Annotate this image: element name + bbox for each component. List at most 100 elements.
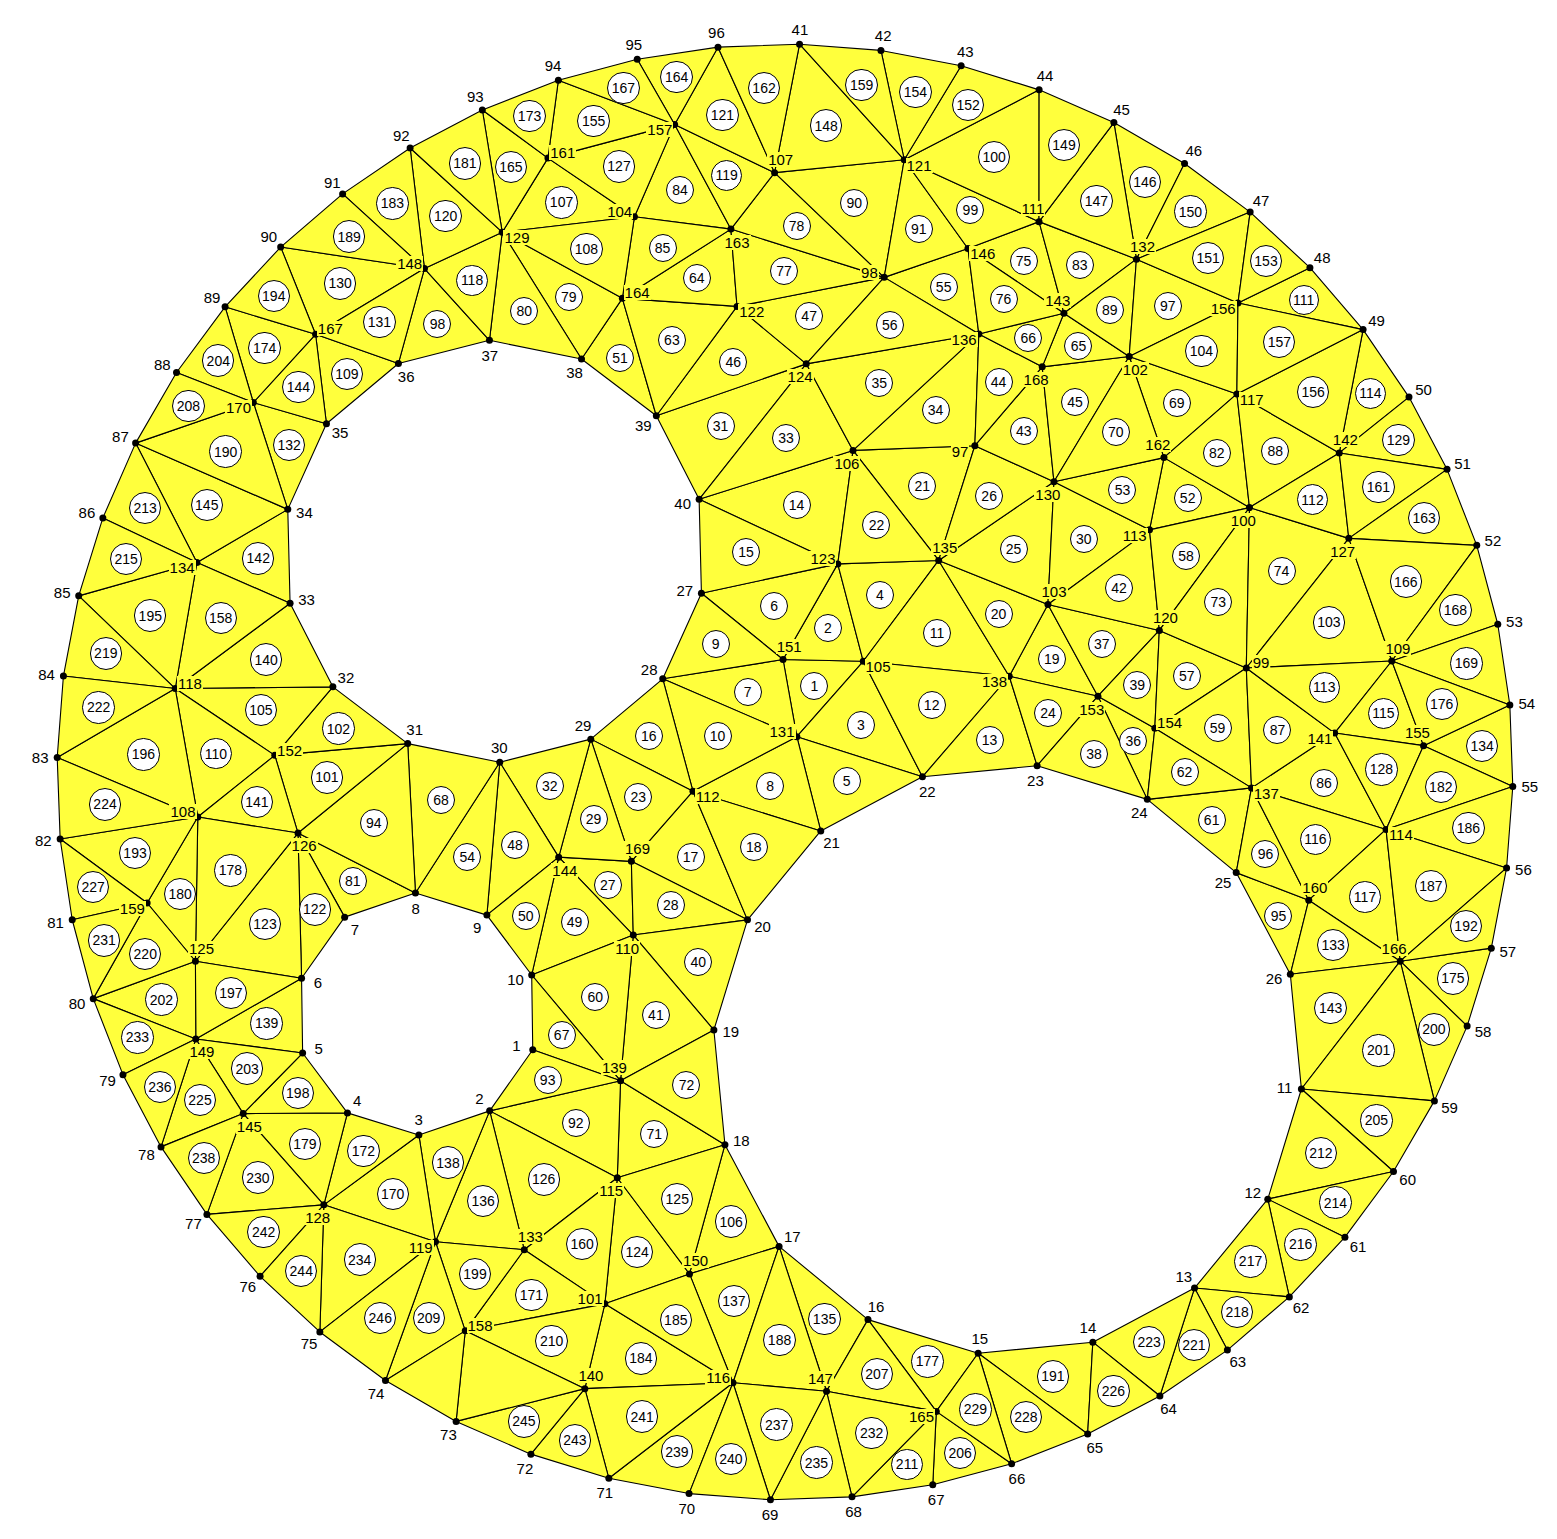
node-number: 164 bbox=[624, 285, 651, 300]
element-number: 160 bbox=[566, 1228, 598, 1260]
node-number: 107 bbox=[767, 152, 794, 167]
node-number: 6 bbox=[313, 975, 323, 990]
mesh-node-dot bbox=[1360, 326, 1367, 333]
node-number: 87 bbox=[111, 429, 130, 444]
element-number: 73 bbox=[1204, 588, 1232, 616]
element-number: 166 bbox=[1390, 565, 1422, 597]
element-number: 245 bbox=[508, 1405, 540, 1437]
element-number: 146 bbox=[1129, 166, 1161, 198]
element-number: 16 bbox=[635, 722, 663, 750]
node-number: 57 bbox=[1498, 944, 1517, 959]
element-number: 89 bbox=[1096, 296, 1124, 324]
element-number: 181 bbox=[449, 147, 481, 179]
element-number: 68 bbox=[427, 786, 455, 814]
mesh-node-dot bbox=[486, 1107, 493, 1114]
node-number: 149 bbox=[188, 1044, 215, 1059]
element-number: 237 bbox=[760, 1408, 792, 1440]
node-number: 86 bbox=[78, 505, 97, 520]
node-number: 102 bbox=[1122, 362, 1149, 377]
mesh-node-dot bbox=[529, 1046, 536, 1053]
node-number: 24 bbox=[1130, 805, 1149, 820]
element-number: 80 bbox=[510, 297, 538, 325]
element-number: 57 bbox=[1173, 662, 1201, 690]
element-number: 147 bbox=[1080, 185, 1112, 217]
node-number: 18 bbox=[732, 1133, 751, 1148]
element-number: 184 bbox=[625, 1342, 657, 1374]
node-number: 44 bbox=[1036, 68, 1055, 83]
element-number: 82 bbox=[1203, 439, 1231, 467]
mesh-node-dot bbox=[1388, 657, 1395, 664]
element-number: 2 bbox=[814, 614, 842, 642]
node-number: 33 bbox=[297, 592, 316, 607]
element-number: 27 bbox=[594, 871, 622, 899]
node-number: 152 bbox=[276, 743, 303, 758]
node-number: 106 bbox=[833, 456, 860, 471]
mesh-node-dot bbox=[1036, 86, 1043, 93]
node-number: 66 bbox=[1008, 1471, 1027, 1486]
mesh-triangle bbox=[298, 833, 345, 978]
element-number: 127 bbox=[603, 150, 635, 182]
element-number: 109 bbox=[331, 358, 363, 390]
node-number: 155 bbox=[1404, 725, 1431, 740]
element-number: 125 bbox=[661, 1183, 693, 1215]
element-number: 34 bbox=[922, 396, 950, 424]
element-number: 216 bbox=[1284, 1228, 1316, 1260]
element-number: 17 bbox=[677, 843, 705, 871]
mesh-node-dot bbox=[382, 1377, 389, 1384]
element-number: 141 bbox=[241, 786, 273, 818]
element-number: 116 bbox=[1300, 824, 1331, 855]
element-number: 230 bbox=[242, 1161, 274, 1193]
element-number: 180 bbox=[164, 878, 196, 910]
mesh-node-dot bbox=[721, 1141, 728, 1148]
node-number: 93 bbox=[466, 89, 485, 104]
element-number: 194 bbox=[258, 280, 290, 312]
node-number: 144 bbox=[551, 863, 578, 878]
mesh-node-dot bbox=[727, 226, 734, 233]
element-number: 64 bbox=[683, 264, 711, 292]
element-number: 7 bbox=[734, 678, 762, 706]
element-number: 71 bbox=[640, 1120, 668, 1148]
mesh-node-dot bbox=[132, 440, 139, 447]
mesh-node-dot bbox=[528, 971, 535, 978]
node-number: 76 bbox=[238, 1279, 257, 1294]
node-number: 148 bbox=[396, 256, 423, 271]
mesh-node-dot bbox=[1224, 1347, 1231, 1354]
element-number: 167 bbox=[607, 72, 639, 104]
node-number: 29 bbox=[574, 718, 593, 733]
mesh-node-dot bbox=[99, 514, 106, 521]
node-number: 58 bbox=[1474, 1024, 1493, 1039]
element-number: 179 bbox=[289, 1128, 321, 1160]
node-number: 21 bbox=[822, 835, 841, 850]
element-number: 67 bbox=[548, 1021, 576, 1049]
element-number: 81 bbox=[339, 867, 367, 895]
node-number: 68 bbox=[844, 1504, 863, 1519]
element-number: 108 bbox=[570, 233, 602, 265]
mesh-node-dot bbox=[284, 506, 291, 513]
mesh-triangle bbox=[482, 80, 558, 158]
mesh-node-dot bbox=[1089, 1339, 1096, 1346]
element-number: 111 bbox=[1289, 285, 1319, 315]
node-number: 74 bbox=[367, 1386, 386, 1401]
node-number: 77 bbox=[184, 1216, 203, 1231]
mesh-node-dot bbox=[316, 1328, 323, 1335]
mesh-triangle bbox=[699, 499, 838, 593]
mesh-node-dot bbox=[817, 827, 824, 834]
element-number: 23 bbox=[624, 783, 652, 811]
node-number: 114 bbox=[1388, 827, 1414, 842]
node-number: 71 bbox=[595, 1485, 614, 1500]
element-number: 196 bbox=[127, 738, 159, 770]
element-number: 135 bbox=[808, 1303, 840, 1335]
node-number: 62 bbox=[1292, 1300, 1311, 1315]
element-number: 107 bbox=[545, 186, 577, 218]
element-number: 206 bbox=[944, 1437, 976, 1469]
node-number: 134 bbox=[169, 560, 196, 575]
element-number: 136 bbox=[467, 1185, 499, 1217]
node-number: 49 bbox=[1367, 313, 1386, 328]
element-number: 189 bbox=[333, 220, 365, 252]
element-number: 122 bbox=[299, 893, 331, 925]
node-number: 123 bbox=[809, 551, 836, 566]
mesh-node-dot bbox=[1246, 504, 1253, 511]
element-number: 155 bbox=[577, 105, 609, 137]
mesh-nodes bbox=[54, 41, 1517, 1504]
